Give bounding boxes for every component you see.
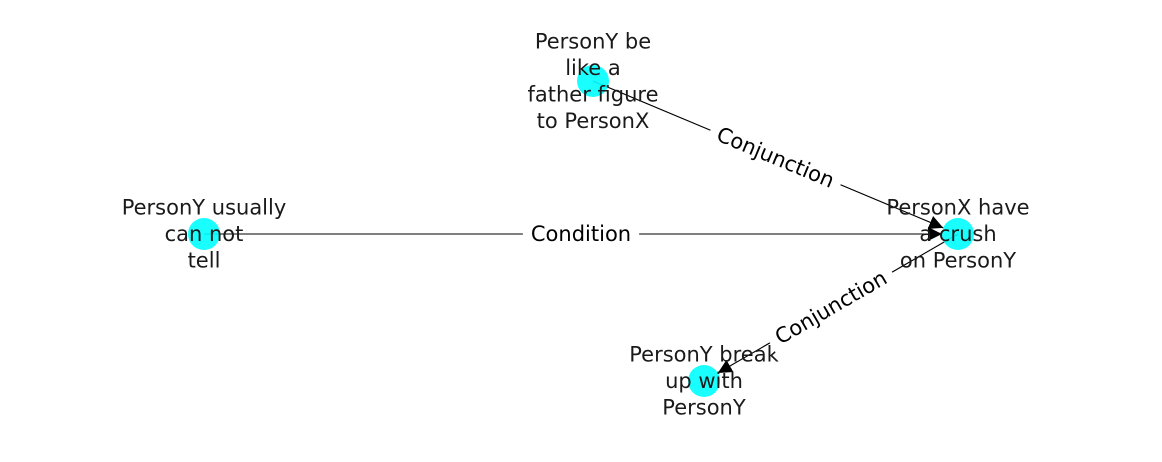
edge-label-background [705,117,846,198]
node-label-line: PersonY be [535,29,651,53]
node-label-line: up with [665,369,743,393]
node-label-line: like a [565,56,621,80]
node-label-line: to PersonX [537,109,650,133]
node-label-line: on PersonY [900,249,1016,273]
edge-label-background [522,220,640,248]
node-circle [688,365,720,397]
node-label-line: can not [165,222,244,246]
edge-label-condition: Condition [531,222,631,246]
node-label-line: father figure [528,82,659,106]
node-label-line: PersonY [662,396,746,420]
edge-label-group: Conjunction [762,260,900,355]
edge-label-background [762,260,900,355]
node-label-line: PersonY usually [122,196,287,220]
node-label-line: PersonX have [886,196,1029,220]
edge-label-group: Condition [522,220,640,248]
node-circle [188,218,220,250]
node-label-line: a crush [919,222,996,246]
node-label-line: PersonY break [629,343,779,367]
edge-label-conjunction: Conjunction [713,122,838,192]
node-label-line: tell [188,249,221,273]
edge-label-conjunction: Conjunction [771,266,891,349]
edge-label-group: Conjunction [705,117,846,198]
node-circle [942,218,974,250]
node-circle [577,65,609,97]
